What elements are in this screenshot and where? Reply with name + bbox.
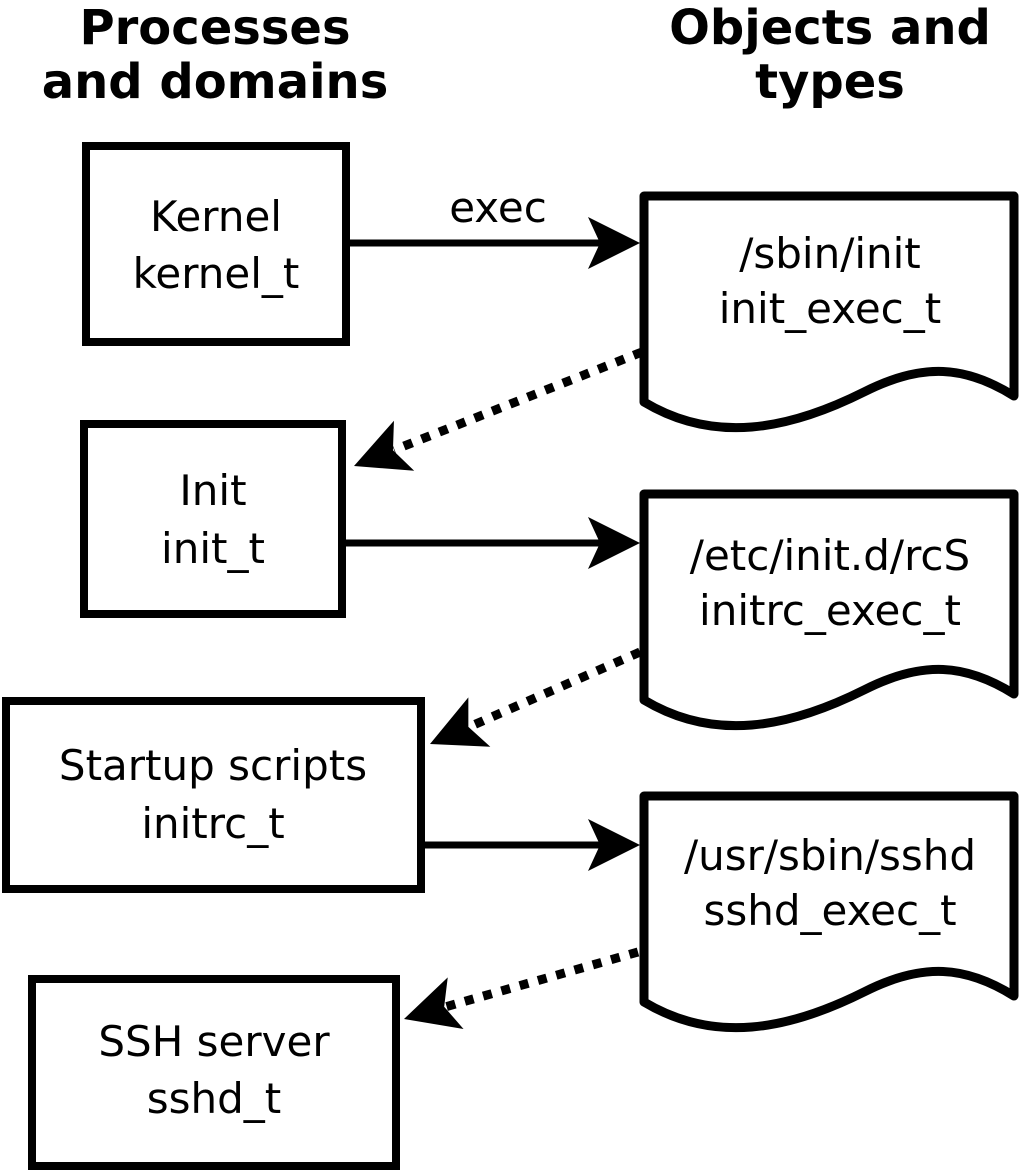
- process-domain: initrc_t: [141, 799, 284, 848]
- processes-header-line1: Processes: [79, 0, 350, 56]
- solid-arrowhead-icon: [588, 517, 640, 569]
- process-node-box: [2, 697, 425, 893]
- dotted-arrowhead-icon: [354, 420, 415, 471]
- objects-header-line1: Objects and: [669, 0, 991, 56]
- objects-column-header: Objects and types: [669, 0, 991, 110]
- process-node-box: [80, 420, 346, 618]
- exec-arrow-kernel-to-init: exec: [350, 183, 640, 269]
- object-path: /usr/sbin/sshd: [684, 831, 976, 880]
- object-node-sbin-init: /sbin/init init_exec_t: [639, 191, 1019, 433]
- process-domain: init_t: [161, 524, 265, 573]
- transition-arrow-line: [443, 947, 640, 1012]
- process-name: SSH server: [98, 1017, 330, 1066]
- process-node-box: [82, 142, 350, 346]
- transition-arrow-initrcexec-to-initrc: [430, 647, 642, 747]
- object-path: /etc/init.d/rcS: [690, 531, 970, 580]
- dotted-arrowhead-icon: [404, 977, 464, 1030]
- transition-arrow-sshdexec-to-sshd: [404, 947, 640, 1030]
- dotted-arrowhead-icon: [430, 697, 491, 747]
- object-node-usr-sbin-sshd: /usr/sbin/sshd sshd_exec_t: [639, 791, 1019, 1033]
- process-node-kernel: Kernel kernel_t: [82, 142, 350, 346]
- exec-arrow-initrc-to-sshd: [425, 819, 640, 871]
- object-node-document-shape: [639, 191, 1019, 433]
- object-type: sshd_exec_t: [703, 886, 956, 935]
- solid-arrowhead-icon: [588, 819, 640, 871]
- object-node-document-shape: [639, 489, 1019, 731]
- process-node-ssh-server: SSH server sshd_t: [28, 975, 400, 1170]
- process-node-box: [28, 975, 400, 1170]
- exec-arrow-label: exec: [449, 183, 547, 232]
- process-name: Kernel: [150, 192, 282, 241]
- process-node-init: Init init_t: [80, 420, 346, 618]
- object-node-etc-initd-rcs: /etc/init.d/rcS initrc_exec_t: [639, 489, 1019, 731]
- object-type: init_exec_t: [719, 284, 942, 333]
- object-path: /sbin/init: [739, 229, 921, 278]
- processes-column-header: Processes and domains: [42, 0, 389, 110]
- solid-arrowhead-icon: [588, 217, 640, 269]
- process-node-startup-scripts: Startup scripts initrc_t: [2, 697, 425, 893]
- object-node-document-shape: [639, 791, 1019, 1033]
- process-domain: kernel_t: [133, 249, 300, 298]
- transition-arrow-line: [392, 347, 644, 455]
- exec-arrow-init-to-rcs: [346, 517, 640, 569]
- objects-header-line2: types: [755, 54, 905, 110]
- processes-header-line2: and domains: [42, 54, 389, 110]
- process-name: Init: [179, 466, 246, 515]
- process-name: Startup scripts: [59, 741, 367, 790]
- transition-arrow-line: [467, 647, 642, 732]
- object-type: initrc_exec_t: [699, 586, 961, 635]
- transition-arrow-initexec-to-init: [354, 347, 644, 471]
- process-domain: sshd_t: [147, 1074, 282, 1123]
